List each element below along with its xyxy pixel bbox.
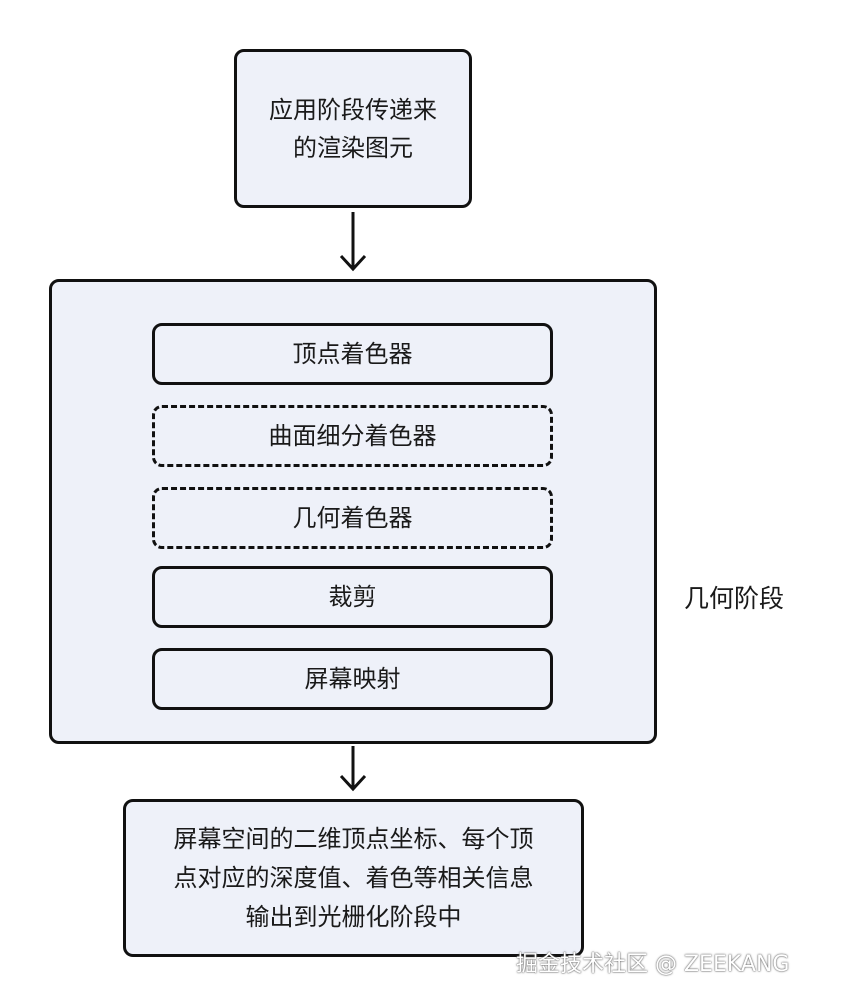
watermark: 掘金技术社区 @ ZEEKANG	[516, 952, 790, 977]
step-label: 曲面细分着色器	[268, 422, 437, 450]
output-box-line-3: 输出到光栅化阶段中	[245, 902, 462, 931]
step-label: 屏幕映射	[304, 665, 401, 693]
geometry-stage-label: 几何阶段	[684, 584, 785, 613]
pipeline-step-screen-mapping: 屏幕映射	[152, 648, 553, 710]
output-box: 屏幕空间的二维顶点坐标、每个顶 点对应的深度值、着色等相关信息 输出到光栅化阶段…	[123, 799, 584, 957]
pipeline-step-vertex-shader: 顶点着色器	[152, 323, 553, 385]
output-box-text: 屏幕空间的二维顶点坐标、每个顶 点对应的深度值、着色等相关信息 输出到光栅化阶段…	[174, 820, 534, 937]
source-box-line-1: 应用阶段传递来	[269, 95, 437, 124]
arrow-down-icon	[339, 746, 367, 792]
arrow-down-icon	[339, 212, 367, 272]
source-box-text: 应用阶段传递来 的渲染图元	[269, 91, 437, 167]
pipeline-step-geometry-shader: 几何着色器	[152, 487, 553, 549]
output-box-line-2: 点对应的深度值、着色等相关信息	[173, 863, 534, 892]
step-label: 顶点着色器	[292, 340, 413, 368]
source-box: 应用阶段传递来 的渲染图元	[234, 49, 472, 208]
step-label: 裁剪	[328, 583, 377, 611]
source-box-line-2: 的渲染图元	[293, 133, 413, 162]
pipeline-step-tessellation-shader: 曲面细分着色器	[152, 405, 553, 467]
output-box-line-1: 屏幕空间的二维顶点坐标、每个顶	[173, 824, 534, 853]
pipeline-step-clipping: 裁剪	[152, 566, 553, 628]
step-label: 几何着色器	[292, 504, 413, 532]
